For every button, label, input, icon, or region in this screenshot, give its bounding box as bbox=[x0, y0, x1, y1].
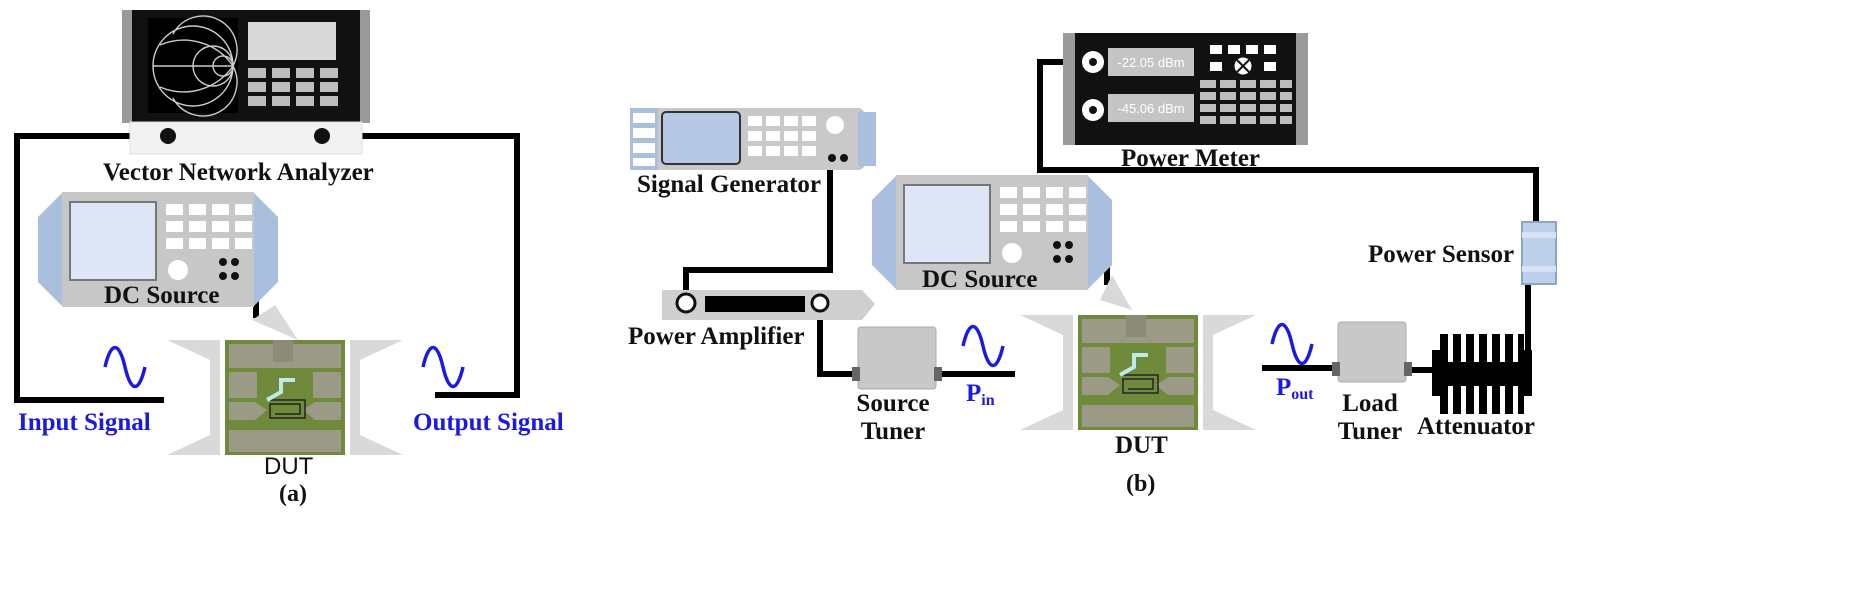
power-meter-icon bbox=[1063, 33, 1308, 145]
pa-to-source-tuner-wire bbox=[817, 303, 858, 377]
power-sensor-icon bbox=[1521, 221, 1557, 285]
output-signal-wave-icon bbox=[421, 345, 465, 389]
caption-b: (b) bbox=[1126, 471, 1156, 497]
load-tuner-label-line2: Tuner bbox=[1337, 418, 1403, 445]
output-signal-label: Output Signal bbox=[413, 409, 564, 436]
load-tuner-icon bbox=[1332, 321, 1412, 383]
vna-label: Vector Network Analyzer bbox=[103, 159, 374, 186]
probe-tip-b bbox=[1100, 275, 1132, 310]
source-tuner-label: Source Tuner bbox=[848, 390, 938, 446]
sensor-to-meter-wire bbox=[1037, 59, 1539, 222]
attenuator-icon bbox=[1432, 334, 1532, 414]
pout-signal-wave-icon bbox=[1270, 322, 1314, 366]
dut-icon-b bbox=[1018, 313, 1258, 432]
input-signal-label: Input Signal bbox=[18, 409, 151, 436]
load-tuner-label-line1: Load bbox=[1342, 390, 1398, 417]
probe-tip-a bbox=[252, 305, 298, 340]
source-tuner-icon bbox=[852, 326, 942, 390]
power-amplifier-icon bbox=[662, 290, 875, 320]
attenuator-label: Attenuator bbox=[1417, 413, 1536, 440]
dut-label-b: DUT bbox=[1115, 432, 1168, 459]
pin-label-main: P bbox=[966, 380, 982, 407]
vna-port1-wire bbox=[14, 133, 168, 403]
dc-source-label-b: DC Source bbox=[922, 266, 1038, 293]
load-tuner-label: Load Tuner bbox=[1325, 390, 1415, 446]
power-amplifier-label: Power Amplifier bbox=[628, 323, 805, 350]
pin-label-sub: in bbox=[981, 392, 995, 409]
pout-label-main: P bbox=[1276, 374, 1292, 401]
vector-network-analyzer-icon bbox=[122, 10, 370, 155]
vna-port2-wire bbox=[322, 133, 520, 398]
signal-generator-icon bbox=[630, 108, 876, 170]
dut-icon-a bbox=[165, 338, 405, 457]
power-meter-label: Power Meter bbox=[1121, 145, 1261, 172]
dut-label-a: DUT bbox=[264, 453, 314, 480]
pin-label: Pin bbox=[966, 381, 995, 409]
power-sensor-label: Power Sensor bbox=[1368, 241, 1515, 268]
caption-a: (a) bbox=[279, 481, 307, 507]
power-meter-reading-2: -45.06 dBm bbox=[1117, 101, 1184, 116]
power-meter-reading-1: -22.05 dBm bbox=[1117, 55, 1184, 70]
pin-signal-wave-icon bbox=[961, 324, 1005, 368]
input-signal-wave-icon bbox=[103, 345, 147, 389]
pout-label-sub: out bbox=[1291, 386, 1314, 403]
siggen-to-pa-wire bbox=[683, 158, 833, 300]
signal-generator-label: Signal Generator bbox=[637, 171, 822, 198]
pout-label: Pout bbox=[1276, 375, 1314, 403]
source-tuner-label-line2: Tuner bbox=[860, 418, 926, 445]
dc-source-label-a: DC Source bbox=[104, 282, 220, 309]
source-tuner-label-line1: Source bbox=[856, 390, 930, 417]
